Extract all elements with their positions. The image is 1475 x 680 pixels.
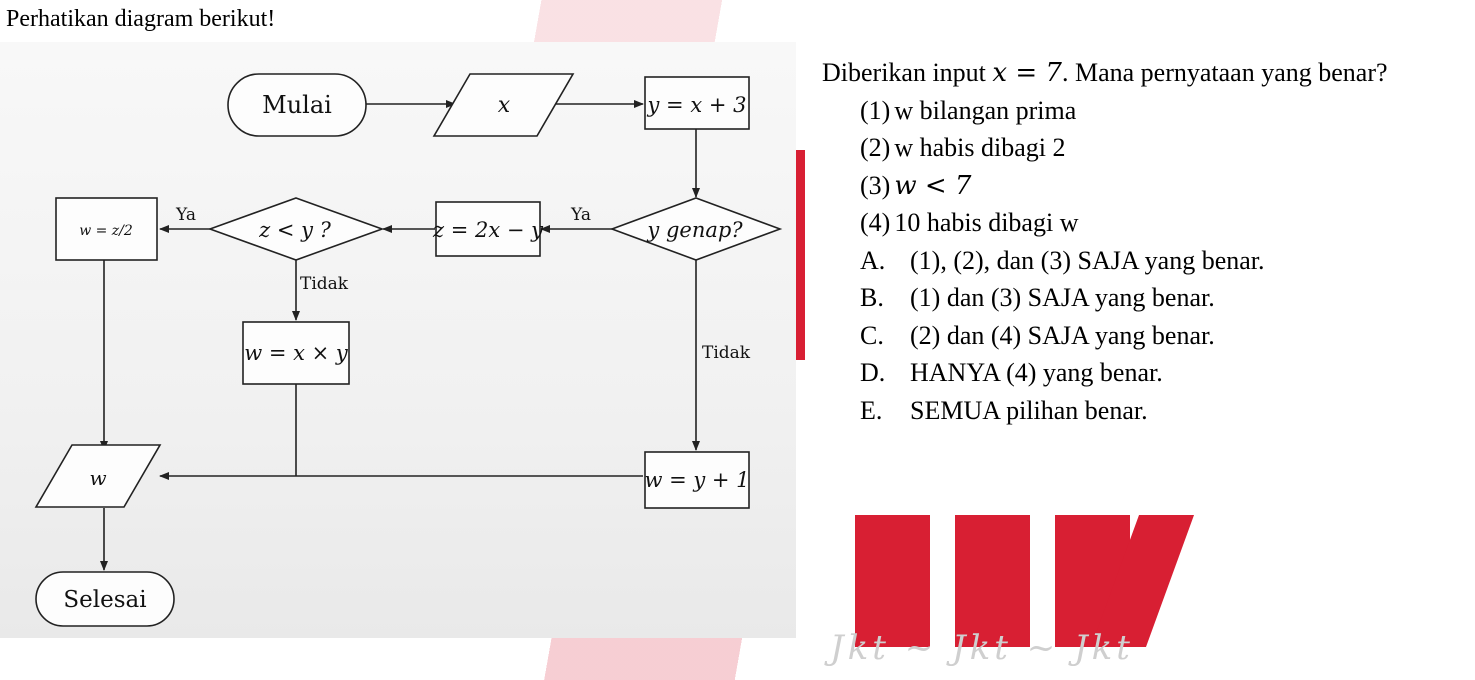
process-z-assign (435, 201, 541, 257)
branch-label-ya-left: Ya (175, 205, 196, 225)
w-increment-label: w = y + 1 (644, 468, 749, 492)
process-w-increment (644, 451, 750, 509)
branch-label-tidak-middle: Tidak (300, 274, 349, 294)
prompt-prefix: Diberikan input (822, 58, 993, 87)
option-text: (1), (2), dan (3) SAJA yang benar. (910, 245, 1265, 275)
z-assign-label: z = 2x − y (432, 218, 544, 242)
end-label: Selesai (63, 587, 146, 613)
watermark-block-1 (795, 150, 805, 360)
option-letter: E. (860, 395, 883, 425)
statement-text: w < 7 (894, 170, 972, 201)
option-text: (1) dan (3) SAJA yang benar. (910, 283, 1215, 312)
statement-number: (2) (860, 133, 891, 162)
option-d[interactable]: D. HANYA (4) yang benar. (822, 354, 1388, 392)
y-assign-label: y = x + 3 (647, 93, 747, 117)
decision-y-even (609, 197, 783, 261)
option-e[interactable]: E. SEMUA pilihan benar. (822, 392, 1388, 430)
statement-3: (3)w < 7 (822, 167, 1388, 205)
flowchart-diagram: Mulai x y = x + 3 y genap? z = 2x − y z … (0, 42, 796, 638)
w-product-label: w = x × y (244, 341, 349, 365)
decision-z-less-y-label: z < y ? (258, 218, 332, 242)
statement-number: (1) (860, 95, 891, 125)
io-input-x (432, 73, 575, 137)
option-text: SEMUA pilihan benar. (910, 395, 1148, 425)
option-letter: D. (860, 358, 886, 387)
w-half-label: w = z/2 (79, 223, 133, 239)
statement-1: (1)w bilangan prima (822, 92, 1388, 130)
input-x-label: x (498, 93, 511, 118)
option-a[interactable]: A. (1), (2), dan (3) SAJA yang benar. (822, 242, 1388, 280)
watermark-block-3 (955, 515, 1030, 647)
branch-label-ya-right: Ya (570, 205, 591, 225)
question-prompt: Diberikan input x = 7. Mana pernyataan y… (822, 54, 1388, 92)
page-title: Perhatikan diagram berikut! (6, 6, 276, 32)
process-y-assign (644, 76, 750, 130)
option-letter: B. (860, 283, 884, 312)
statement-text: w bilangan prima (894, 95, 1077, 125)
statement-4: (4)10 habis dibagi w (822, 204, 1388, 242)
branch-label-tidak-right: Tidak (702, 343, 751, 363)
process-w-product (242, 321, 350, 385)
question-panel: Diberikan input x = 7. Mana pernyataan y… (822, 54, 1388, 429)
prompt-math: x = 7 (992, 58, 1062, 88)
statement-text: 10 habis dibagi w (894, 208, 1079, 237)
terminal-start (227, 73, 367, 137)
output-w-label: w (89, 466, 106, 490)
terminal-end (35, 571, 175, 627)
option-c[interactable]: C. (2) dan (4) SAJA yang benar. (822, 317, 1388, 355)
start-label: Mulai (262, 91, 332, 119)
watermark-block-2 (855, 515, 930, 647)
option-text: (2) dan (4) SAJA yang benar. (910, 320, 1215, 350)
io-output-w (34, 444, 162, 508)
process-w-half (55, 197, 158, 261)
option-text: HANYA (4) yang benar. (910, 358, 1163, 387)
decision-y-even-label: y genap? (646, 218, 743, 242)
option-letter: C. (860, 320, 884, 350)
statement-text: w habis dibagi 2 (894, 133, 1066, 162)
watermark-script: Jkt ~ Jkt ~ Jkt (830, 628, 1134, 668)
decision-z-less-y (207, 197, 385, 261)
statement-2: (2)w habis dibagi 2 (822, 129, 1388, 167)
statement-number: (4) (860, 208, 891, 237)
prompt-suffix: . Mana pernyataan yang benar? (1061, 58, 1388, 87)
option-letter: A. (860, 245, 886, 275)
diagram-background (0, 42, 796, 638)
statement-number: (3) (860, 170, 891, 200)
option-b[interactable]: B. (1) dan (3) SAJA yang benar. (822, 279, 1388, 317)
